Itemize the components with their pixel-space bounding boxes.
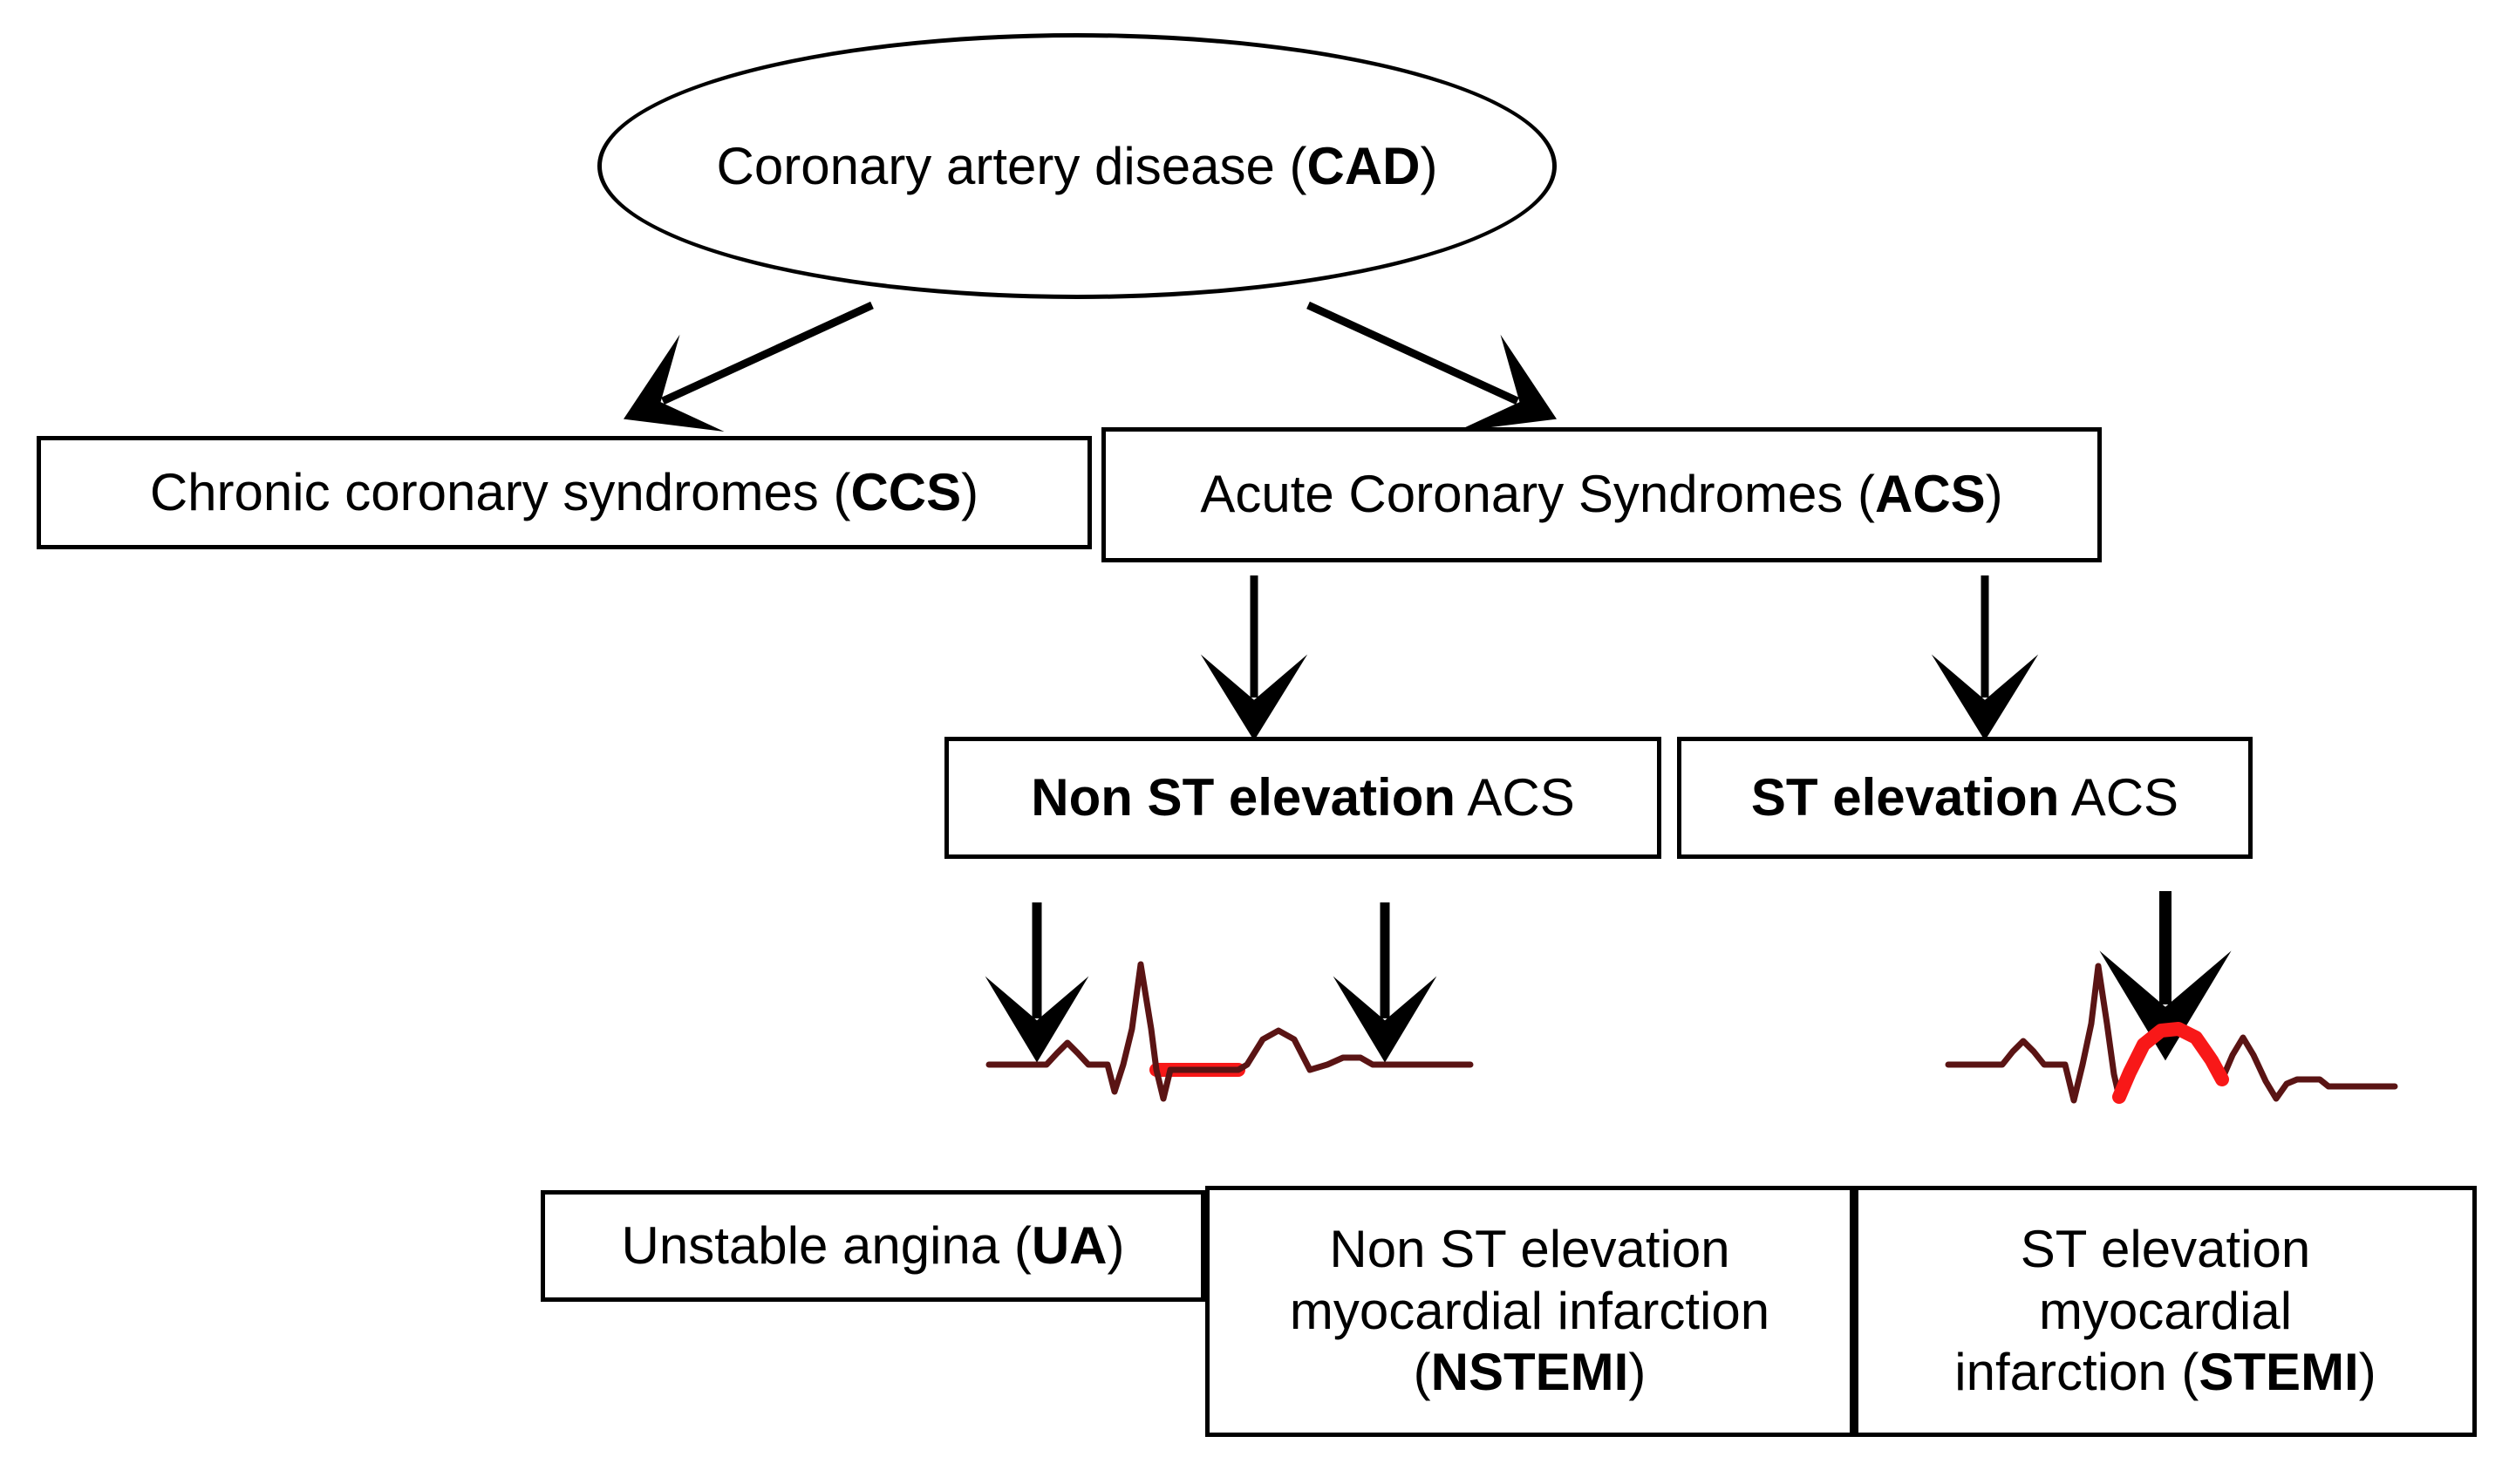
edge-cad-to-acs (1306, 301, 1557, 432)
node-stemi-abbrev: STEMI (2199, 1343, 2359, 1402)
node-ua-text: Unstable angina ( (621, 1215, 1032, 1275)
node-cad-line1: Coronary artery (716, 136, 1081, 195)
node-nstemi-abbrev: NSTEMI (1430, 1343, 1629, 1402)
node-nstemi-line3: (NSTEMI) (1290, 1342, 1769, 1404)
node-non-st-elevation-acs-text: ACS (1456, 767, 1575, 827)
st-elevation-highlight (2112, 1022, 2229, 1104)
node-cad-line2-text: disease ( (1094, 136, 1307, 195)
node-stemi-line2: myocardial (2038, 1281, 2293, 1340)
node-acs-text: Acute Coronary Syndromes ( (1200, 465, 1875, 524)
node-unstable-angina[interactable]: Unstable angina (UA) (541, 1190, 1205, 1302)
node-ccs-tail: ) (961, 462, 979, 521)
node-cad-line2-tail: ) (1420, 136, 1438, 195)
node-stemi-paren-close: ) (2358, 1343, 2376, 1402)
node-ccs[interactable]: Chronic coronary syndromes (CCS) (37, 436, 1092, 549)
node-stemi[interactable]: ST elevation myocardial infarction (STEM… (1854, 1186, 2477, 1437)
node-acs-abbrev: ACS (1874, 465, 1986, 524)
node-ua-tail: ) (1107, 1215, 1125, 1275)
node-st-elevation-acs-text: ACS (2059, 767, 2179, 827)
node-ccs-abbrev: CCS (850, 462, 962, 521)
ecg-st-elevation (1945, 942, 2398, 1125)
node-cad[interactable]: Coronary artery disease (CAD) (597, 33, 1557, 299)
node-cad-abbrev: CAD (1306, 136, 1421, 195)
ecg-trace-line (985, 961, 1474, 1102)
node-acs[interactable]: Acute Coronary Syndromes (ACS) (1101, 427, 2102, 562)
node-stemi-line3: infarction (STEMI) (1954, 1342, 2376, 1404)
node-acs-tail: ) (1985, 465, 2003, 524)
node-nstemi-line2: myocardial infarction (1289, 1281, 1770, 1340)
node-non-st-elevation-acs-bold: Non ST elevation (1031, 767, 1456, 827)
node-st-elevation-acs[interactable]: ST elevation ACS (1677, 737, 2253, 859)
node-nstemi-paren-open: ( (1413, 1343, 1431, 1402)
node-non-st-elevation-acs[interactable]: Non ST elevation ACS (944, 737, 1661, 859)
node-ccs-text: Chronic coronary syndromes ( (149, 462, 851, 521)
node-nstemi-paren-close: ) (1628, 1343, 1647, 1402)
node-nstemi[interactable]: Non ST elevation myocardial infarction (… (1205, 1186, 1854, 1437)
node-cad-line2: disease (CAD) (1094, 137, 1437, 195)
node-st-elevation-acs-bold: ST elevation (1750, 767, 2060, 827)
node-nstemi-line1: Non ST elevation (1329, 1219, 1730, 1278)
edge-cad-to-ccs (624, 301, 874, 432)
ecg-st-depression (985, 942, 1474, 1125)
node-ua-abbrev: UA (1031, 1215, 1108, 1275)
node-stemi-line1: ST elevation (2020, 1219, 2311, 1278)
node-stemi-line3-text: infarction ( (1954, 1343, 2199, 1402)
